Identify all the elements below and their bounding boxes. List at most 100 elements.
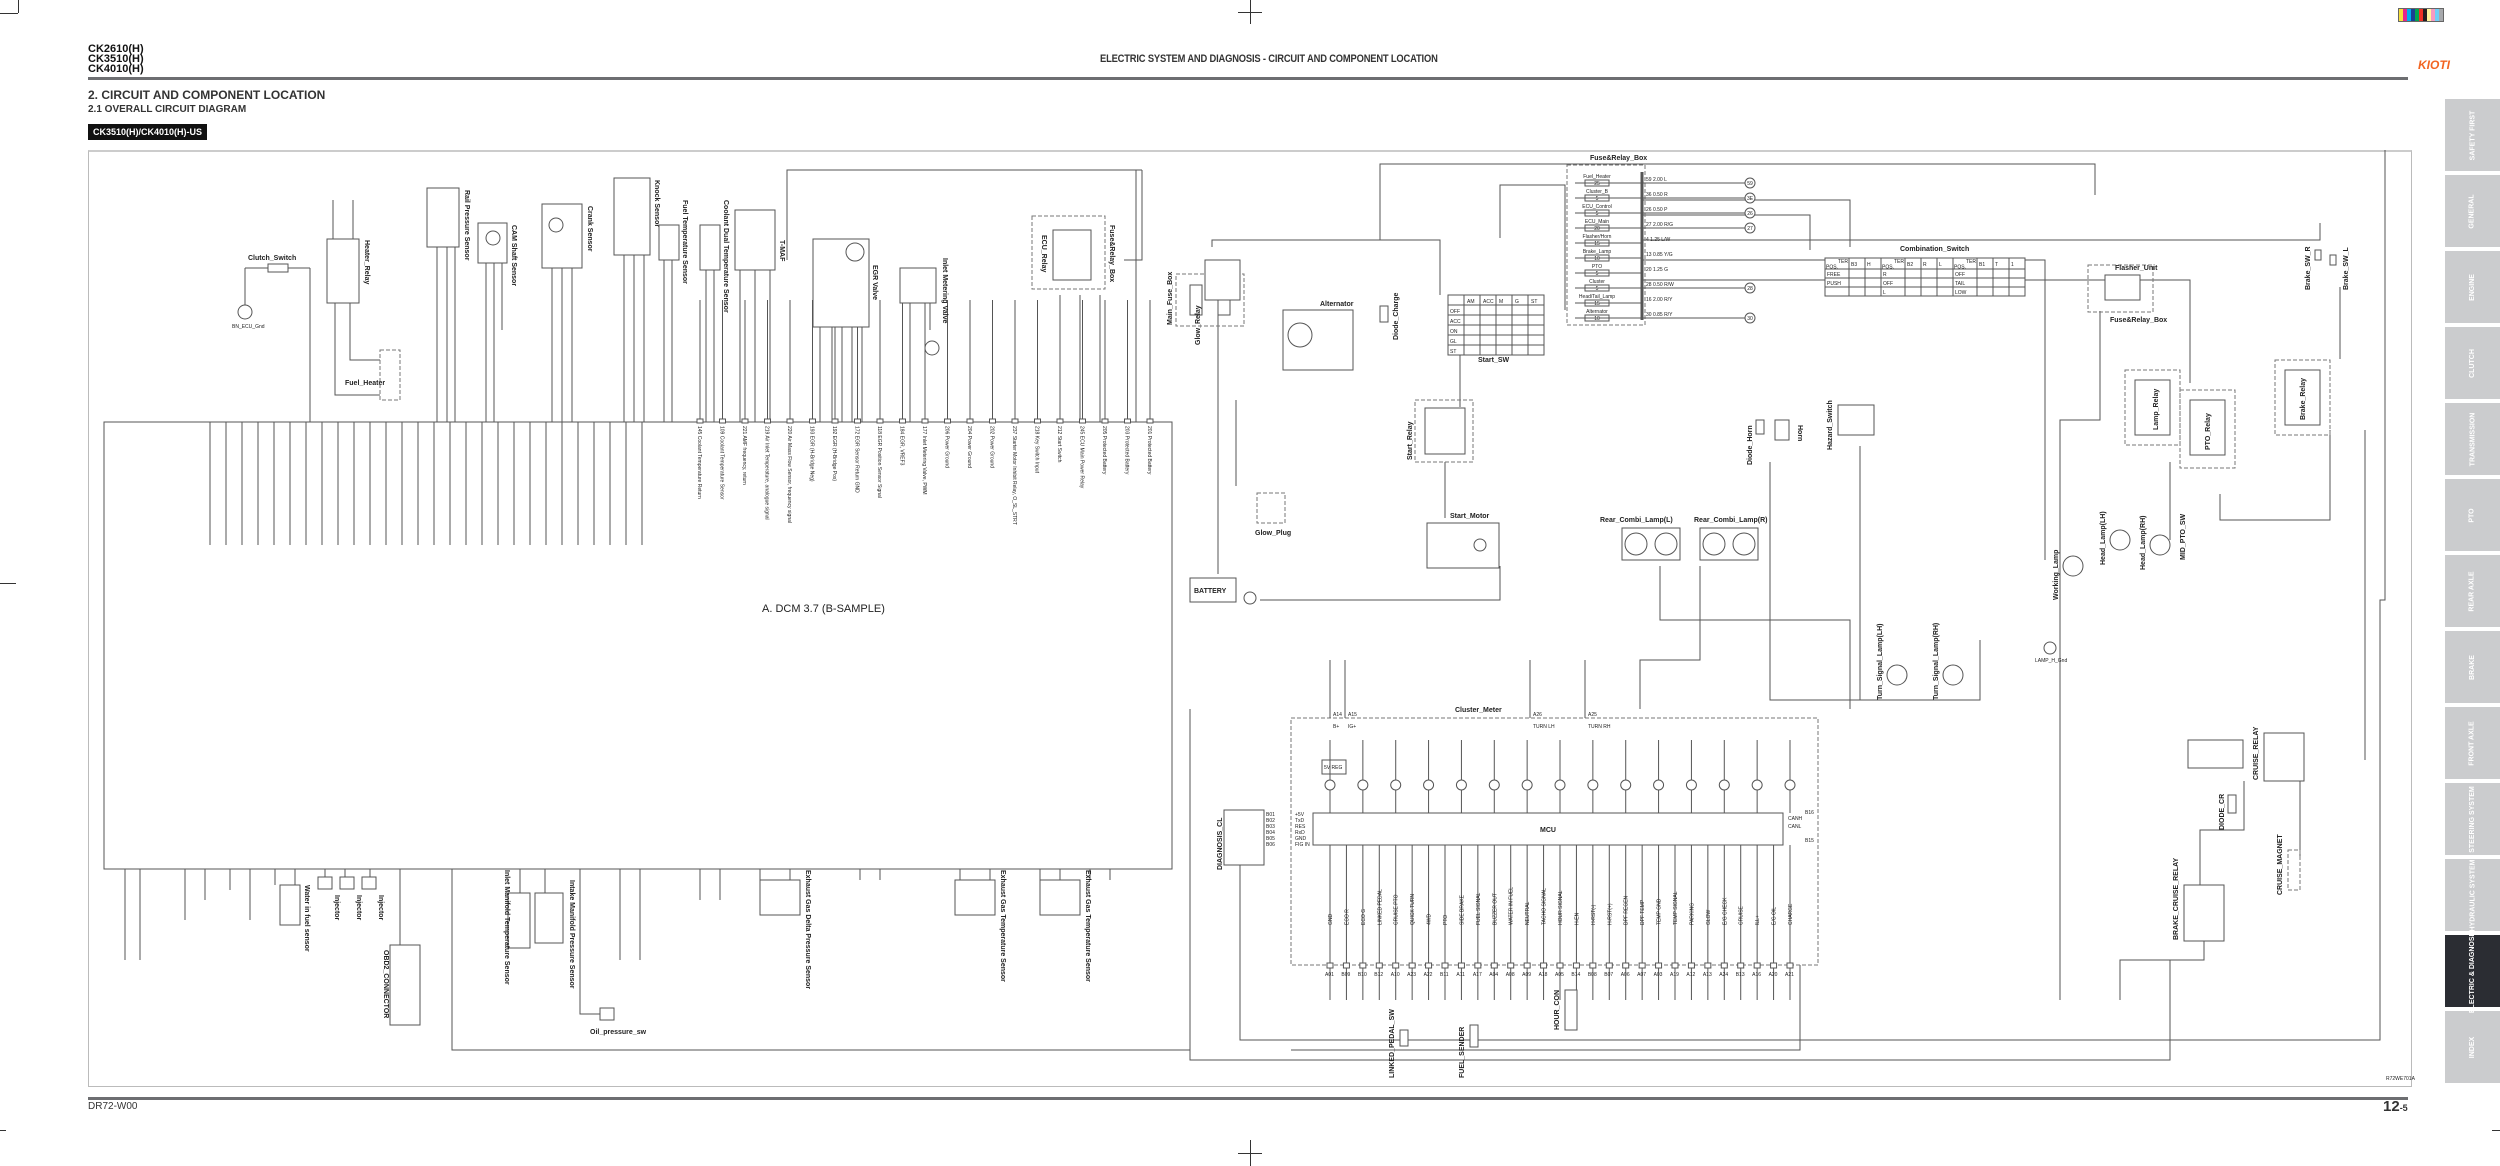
combo-col: R (1923, 262, 1927, 268)
cluster-pin-label: QUICK TURN (1410, 894, 1416, 925)
cluster-pin-label: H-RST(-) (1591, 904, 1597, 925)
fuse-amp: 5 (1596, 211, 1599, 217)
cluster-pin-label: ECO G (1361, 909, 1367, 925)
cluster-pin (1556, 962, 1564, 969)
hour-con-label: HOUR_CON (1554, 990, 1561, 1030)
battery-label: BATTERY (1194, 588, 1227, 595)
ecu-relay-label: ECU_Relay (1040, 235, 1047, 272)
lamp-relay-label: Lamp_Relay (2153, 389, 2160, 430)
tab-engine[interactable]: ENGINE (2445, 251, 2500, 323)
dcm-pin (1101, 418, 1109, 424)
cam-shaft-sensor: CAM Shaft Sensor (477, 222, 517, 286)
fuse-name: Cluster (1589, 279, 1605, 285)
dcm-pin (921, 418, 929, 424)
tab-label: STEERING SYSTEM (2469, 785, 2477, 853)
cluster-pin-label: H-RST(+) (1607, 903, 1613, 925)
glow-relay-label: Glow_Relay (1195, 305, 1202, 345)
cluster-pin-id: A08 (1506, 972, 1515, 978)
cluster-pin (1425, 962, 1433, 969)
inlet-metering-valve: Inlet Metering Valve (899, 258, 948, 356)
tab-transmission[interactable]: TRANSMISSION (2445, 403, 2500, 475)
combo-row: OFF (1883, 281, 1893, 287)
exhaust-temp-label: Exhaust Gas Temperature Sensor (1084, 870, 1091, 982)
fuel-temperature-sensor: Fuel Temperature Sensor (658, 200, 688, 284)
dcm-pin-label: 145 Coolant Temperature Return (696, 426, 702, 499)
brake-relay: Brake_Relay (2274, 359, 2331, 436)
heater-relay-label: Heater_Relay (363, 240, 370, 284)
cluster-pin (1671, 962, 1679, 969)
cluster-top-pin-id: A26 (1533, 712, 1542, 718)
rear-combi-l-label: Rear_Combi_Lamp(L) (1600, 517, 1673, 524)
cluster-pin-label: LINKED PEDAL (1377, 889, 1383, 925)
combo-row: TAIL (1955, 281, 1965, 287)
color-swatch (2439, 9, 2443, 21)
flasher-unit: Flasher_Unit Fuse&Relay_Box (2087, 264, 2167, 324)
indicator-lamp (1357, 779, 1369, 791)
indicator-lamp (1324, 779, 1336, 791)
cluster-pin (1704, 962, 1712, 969)
indicator-lamp (1423, 779, 1435, 791)
tab-electric-diagnosis[interactable]: ELECTRIC & DIAGNOSIS (2445, 929, 2500, 1013)
tab-index[interactable]: INDEX (2445, 1011, 2500, 1083)
fuse-amp: 15 (1594, 241, 1600, 247)
dcm-label: A. DCM 3.7 (B-SAMPLE) (762, 603, 885, 615)
start-motor-label: Start_Motor (1450, 513, 1490, 520)
cluster-pin-id: B14 (1571, 972, 1580, 978)
exhaust-sensors: Exhaust Gas Delta Pressure Sensor Exhaus… (759, 870, 1091, 989)
connector-ref (1744, 177, 1756, 189)
cluster-pin-id: A06 (1621, 972, 1630, 978)
manifold-sensors: Inlet Manifold Temperature Sensor Intake… (503, 870, 575, 989)
cluster-left-pin-name: TxD (1295, 818, 1305, 824)
fuse-amp: 10 (1594, 256, 1600, 262)
cluster-pin (1474, 962, 1482, 969)
brake-switches: Brake_SW_R Brake_SW_L (2305, 246, 2350, 290)
tab-rear-axle[interactable]: REAR AXLE (2445, 555, 2500, 627)
combination-switch-label: Combination_Switch (1900, 246, 1969, 253)
dcm-pin (1124, 418, 1131, 424)
cluster-pin-label: CRUISE PTO (1394, 894, 1400, 925)
fuse-name: Flasher/Horn (1583, 234, 1612, 240)
cluster-left-pin-id: B05 (1266, 836, 1275, 842)
diode-charge: Diode_Charge (1379, 292, 1400, 340)
dcm-pin-label: 192 EGR (H-Bridge Pos) (831, 426, 837, 481)
tab-brake[interactable]: BRAKE (2445, 631, 2500, 703)
start-sw-row: ACC (1450, 319, 1461, 325)
model-name: CK4010(H) (88, 63, 144, 75)
tab-pto[interactable]: PTO (2445, 479, 2500, 551)
dcm-pin-label: 177 Inlet Metering Valve, PWM (921, 426, 927, 495)
tab-clutch[interactable]: CLUTCH (2445, 327, 2500, 399)
can-pin-name: CANH (1788, 816, 1803, 822)
fuse-name: PTO (1592, 264, 1602, 270)
dcm-pin (1011, 418, 1019, 424)
cluster-pin (1572, 962, 1580, 969)
tab-hydraulic-system[interactable]: HYDRAULIC SYSTEM (2445, 859, 2500, 931)
cluster-pin (1737, 962, 1745, 969)
combo-col: B3 (1851, 262, 1857, 268)
indicator-lamp (1455, 779, 1467, 791)
diode-cr: DIODE_CR (2219, 794, 2237, 830)
cluster-pin-label: E/G CHECK (1722, 897, 1728, 925)
cluster-pin-id: B12 (1374, 972, 1383, 978)
tab-safety-first[interactable]: SAFETY FIRST (2445, 99, 2500, 171)
start-sw-row: ON (1450, 329, 1458, 335)
tab-front-axle[interactable]: FRONT AXLE (2445, 707, 2500, 779)
mcu-label: MCU (1540, 827, 1556, 834)
cluster-left-pin-name: GND (1295, 836, 1307, 842)
cluster-top-pin-name: TURN RH (1588, 724, 1611, 730)
tab-steering-system[interactable]: STEERING SYSTEM (2445, 783, 2500, 855)
header-divider (88, 77, 2408, 80)
tab-general[interactable]: GENERAL (2445, 175, 2500, 247)
connector-ref (1744, 192, 1756, 204)
cluster-pin (1342, 962, 1350, 969)
dcm-box (103, 421, 1173, 870)
egr-label: EGR Valve (871, 265, 878, 300)
cluster-pin-id: B13 (1736, 972, 1745, 978)
start-relay-label: Start_Relay (1407, 421, 1414, 460)
cruise-magnet: CRUISE_MAGNET (2277, 834, 2301, 895)
wire-label: 20 1.25 G (1646, 267, 1668, 273)
cluster-pin-id: A18 (1539, 972, 1548, 978)
dcm-pin-label: 204 Power Ground (966, 426, 972, 468)
indicator-lamp (1751, 779, 1763, 791)
